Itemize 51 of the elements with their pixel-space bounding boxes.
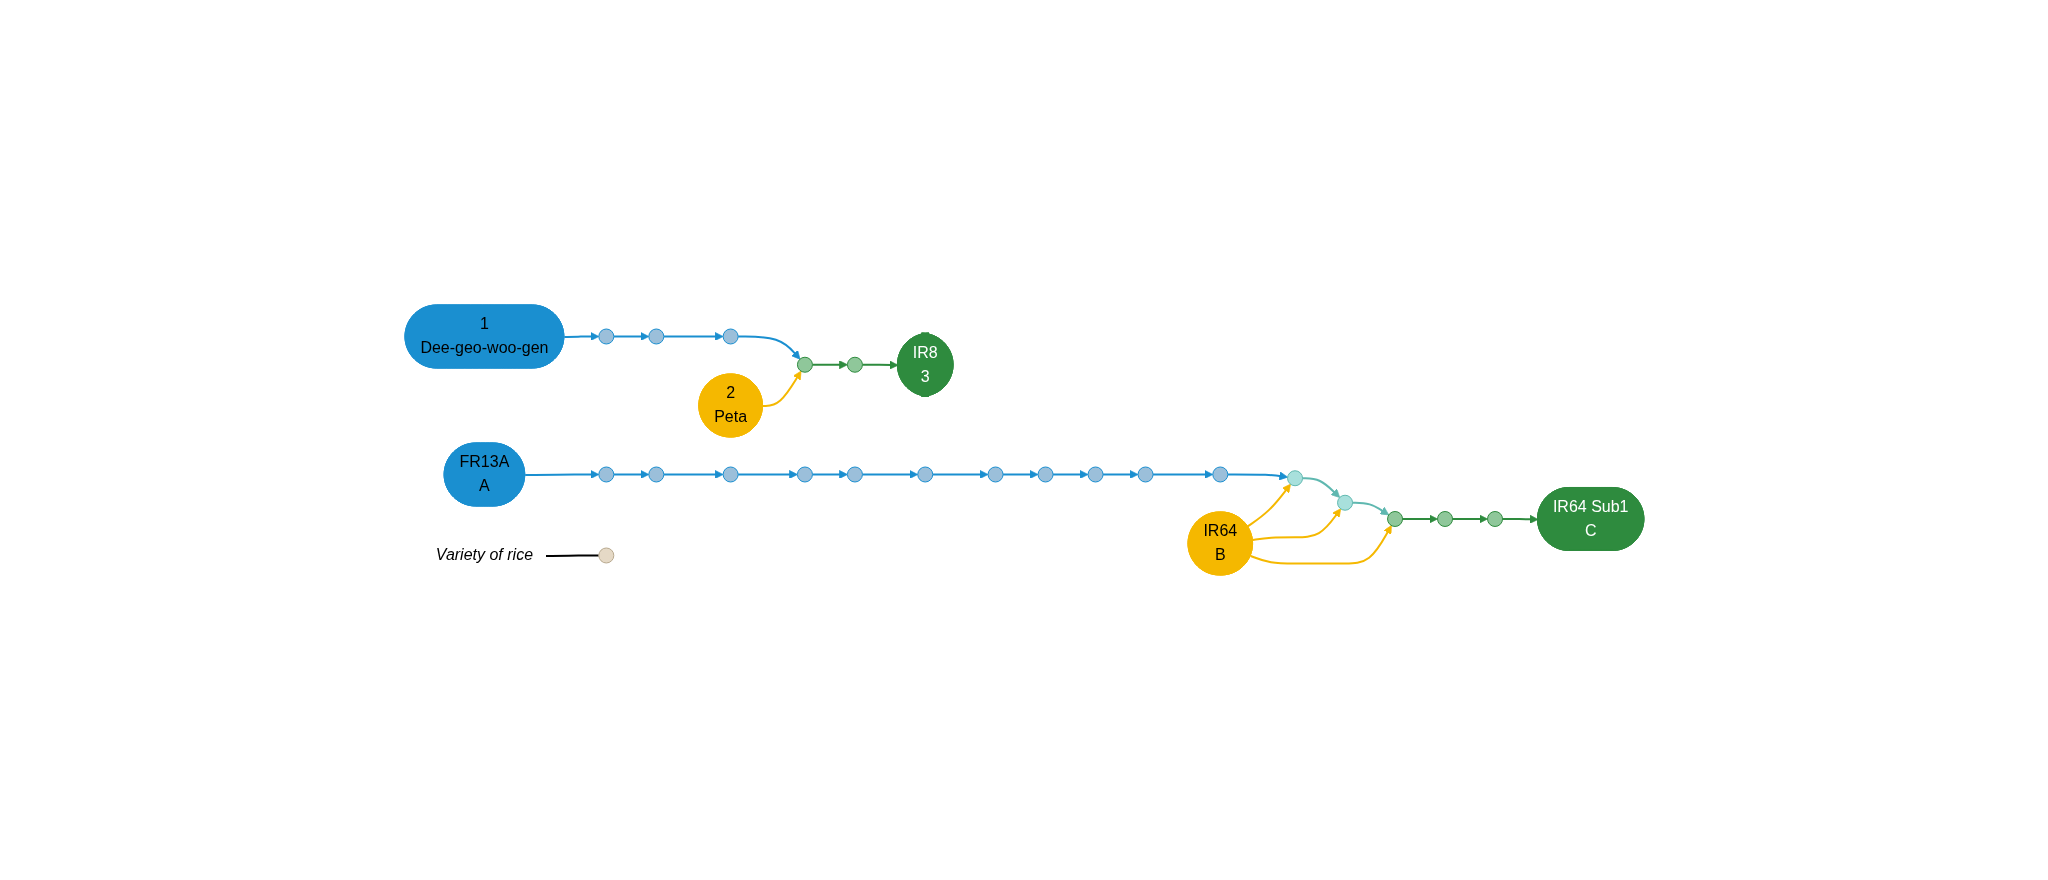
arrow xyxy=(1249,525,1392,565)
arrow xyxy=(761,370,801,407)
arrow xyxy=(662,470,724,479)
node-circle xyxy=(846,356,863,373)
arrow xyxy=(523,470,599,479)
node-circle xyxy=(1286,470,1303,487)
arrow xyxy=(1301,477,1340,498)
arrow xyxy=(612,332,649,341)
arrow xyxy=(562,332,599,341)
arrow xyxy=(662,332,724,341)
arrow xyxy=(811,470,848,479)
arrow xyxy=(1001,470,1038,479)
arrow xyxy=(1101,470,1138,479)
node-circle xyxy=(796,356,813,373)
node-circle xyxy=(846,466,863,483)
arrow xyxy=(1151,470,1213,479)
node-circle xyxy=(1037,466,1054,483)
node-circle xyxy=(916,466,933,483)
node-text: Variety of rice xyxy=(435,546,533,564)
arrow xyxy=(811,360,848,370)
connector xyxy=(544,554,600,557)
arrow xyxy=(1351,501,1389,516)
node-circle xyxy=(1087,466,1104,483)
arrow xyxy=(1251,508,1341,541)
node-circle xyxy=(722,466,739,483)
arrow xyxy=(1401,514,1438,524)
node-circle xyxy=(722,328,739,345)
node-circle xyxy=(1336,494,1353,511)
node-circle xyxy=(597,547,614,564)
arrow xyxy=(861,470,918,479)
arrow xyxy=(736,335,800,360)
node-circle xyxy=(1386,511,1403,527)
node-circle xyxy=(1436,511,1453,527)
node-circle xyxy=(597,466,614,483)
node-circle xyxy=(1137,466,1154,483)
arrow xyxy=(1226,471,1288,481)
node-circle xyxy=(1211,466,1228,483)
arrow xyxy=(1501,514,1538,524)
arrow xyxy=(1451,514,1488,524)
node-circle xyxy=(647,466,664,483)
arrow xyxy=(861,360,898,370)
arrow xyxy=(931,470,988,479)
arrow xyxy=(612,470,649,479)
arrow xyxy=(736,470,798,479)
node-circle xyxy=(597,328,614,345)
node-circle xyxy=(796,466,813,483)
node-circle xyxy=(647,328,664,345)
arrow xyxy=(1051,470,1088,479)
node-circle xyxy=(987,466,1004,483)
node-circle xyxy=(1486,511,1503,527)
arrow xyxy=(1246,483,1291,528)
